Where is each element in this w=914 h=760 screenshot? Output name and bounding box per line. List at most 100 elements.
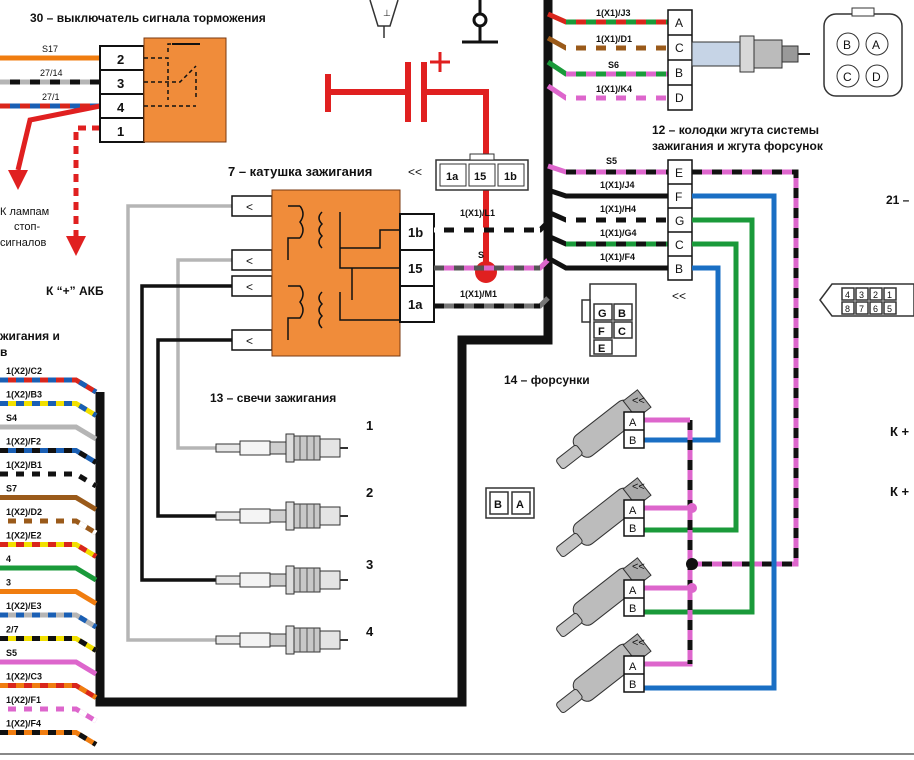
battery-wire: [66, 125, 100, 256]
left-wire-label: 1(X2)/F2: [6, 437, 41, 447]
left-cut-note: в: [0, 345, 7, 359]
harness-pin: G: [675, 214, 684, 228]
injector-plug-pin: B: [494, 499, 502, 511]
k-plus-note: К +: [890, 424, 910, 439]
coil-pin: 1b: [408, 225, 423, 240]
oxygen-sensor-icon: [691, 35, 810, 73]
module-21-title: 21 –: [886, 193, 910, 207]
left-wire: [0, 730, 98, 747]
module-21-pin: 8: [845, 304, 850, 314]
top-wire-label: 1(X1)/K4: [596, 84, 632, 94]
left-wire: [0, 659, 98, 677]
left-wire-label: 1(X2)/F1: [6, 695, 41, 705]
sensor-plug-pin: C: [843, 70, 852, 84]
splice-dot: [475, 261, 497, 283]
injector-pin-boxes: [623, 411, 645, 693]
stop-lamp-note: стоп-: [14, 221, 40, 233]
injector-pin: A: [629, 585, 637, 597]
spark-plugs-title: 13 – свечи зажигания: [210, 391, 336, 405]
capacitor: [325, 52, 489, 272]
harness-wire-label: S5: [606, 156, 617, 166]
coil-pin: 15: [408, 261, 422, 276]
left-harness-wires: 1(X2)/C21(X2)/B3S41(X2)/F21(X2)/B1S71(X2…: [0, 366, 98, 747]
left-wire-label: 1(X2)/C2: [6, 366, 42, 376]
harness-wire-label: 1(X1)/G4: [600, 228, 637, 238]
svg-text:<<: <<: [672, 289, 686, 303]
injector-pin: B: [629, 523, 636, 535]
module-21-pin: 2: [873, 290, 878, 300]
injector-pin: B: [629, 435, 636, 447]
brake-wire-label: S17: [42, 44, 58, 54]
harness-plug-pin: E: [598, 343, 605, 355]
module-21-pin: 4: [845, 290, 850, 300]
spark-plug-number: 4: [366, 624, 374, 639]
left-wire: [0, 401, 98, 418]
top-connector-pin: D: [675, 91, 684, 105]
harness-wire-label: 1(X1)/H4: [600, 204, 636, 214]
module-21-pin: 3: [859, 290, 864, 300]
stop-lamp-note: К лампам: [0, 206, 49, 218]
brake-wire-label: 27/14: [40, 68, 63, 78]
harness-plug-pin: F: [598, 326, 605, 338]
injector-pin: A: [629, 505, 637, 517]
spark-plug-number: 1: [366, 418, 373, 433]
ign-coil-title: 7 – катушка зажигания: [228, 164, 372, 179]
left-wire-label: S4: [6, 413, 17, 423]
injector-pin: A: [629, 661, 637, 673]
ground-frame: [95, 0, 553, 707]
left-wire: [0, 471, 98, 489]
left-wire-label: 3: [6, 578, 11, 588]
left-wire-label: 4: [6, 554, 11, 564]
injector-pin: B: [629, 679, 636, 691]
brake-pin-label: 1: [117, 124, 124, 139]
injectors-title: 14 – форсунки: [504, 373, 590, 387]
left-wire: [0, 495, 98, 512]
stop-lamp-note: сигналов: [0, 237, 47, 249]
brake-switch-title: 30 – выключатель сигнала торможения: [30, 11, 266, 25]
harness-plug-icon: [581, 283, 637, 357]
spark-plug-4: [215, 625, 349, 655]
top-connector-pin: B: [675, 66, 683, 80]
coil-connector-pin: 1a: [446, 171, 459, 183]
left-wire-label: 1(X2)/B1: [6, 460, 42, 470]
coil-pin-box: [399, 213, 435, 323]
left-wire: [0, 518, 98, 536]
brake-switch-body: [143, 37, 227, 143]
ign-coil-body: [271, 189, 401, 357]
harness-pin: C: [675, 238, 684, 252]
brake-pin-label: 2: [117, 52, 124, 67]
left-wire: [0, 636, 98, 653]
brake-wire-label: 27/1: [42, 92, 60, 102]
left-wire-label: 2/7: [6, 625, 19, 635]
battery-note: К “+” АКБ: [46, 284, 104, 298]
left-wire: [0, 612, 98, 630]
left-wire: [0, 565, 98, 583]
left-wire-label: 1(X2)/E2: [6, 531, 42, 541]
harness-wires: [546, 163, 668, 271]
coil-connector-icon: [435, 153, 529, 191]
left-wire: [0, 589, 98, 606]
module-21-pin: 6: [873, 304, 878, 314]
stop-lamp-wire: [8, 103, 101, 190]
injector-pin: A: [629, 417, 637, 429]
left-wire-label: 1(X2)/E3: [6, 601, 42, 611]
left-wire: [0, 424, 98, 442]
harness-plug-pin: C: [618, 326, 626, 338]
left-wire-label: 1(X2)/B3: [6, 390, 42, 400]
coil-wire-label: S: [478, 250, 484, 260]
left-wire: [0, 448, 98, 465]
top-connector-pin: C: [675, 41, 684, 55]
harness-connector-box: [667, 159, 693, 281]
ground-symbol: [462, 0, 498, 44]
harness-pin: E: [675, 166, 683, 180]
coil-connector-pin: 15: [474, 171, 486, 183]
coil-wire-label: 1(X1)/M1: [460, 289, 497, 299]
coil-pin: 1a: [408, 297, 423, 312]
svg-text:<: <: [246, 280, 253, 294]
svg-text:<<: <<: [408, 165, 422, 179]
module-21-pin: 1: [887, 290, 892, 300]
k-plus-note: К +: [890, 484, 910, 499]
top-fragment-icon: [369, 0, 399, 38]
injector-pin: B: [629, 603, 636, 615]
